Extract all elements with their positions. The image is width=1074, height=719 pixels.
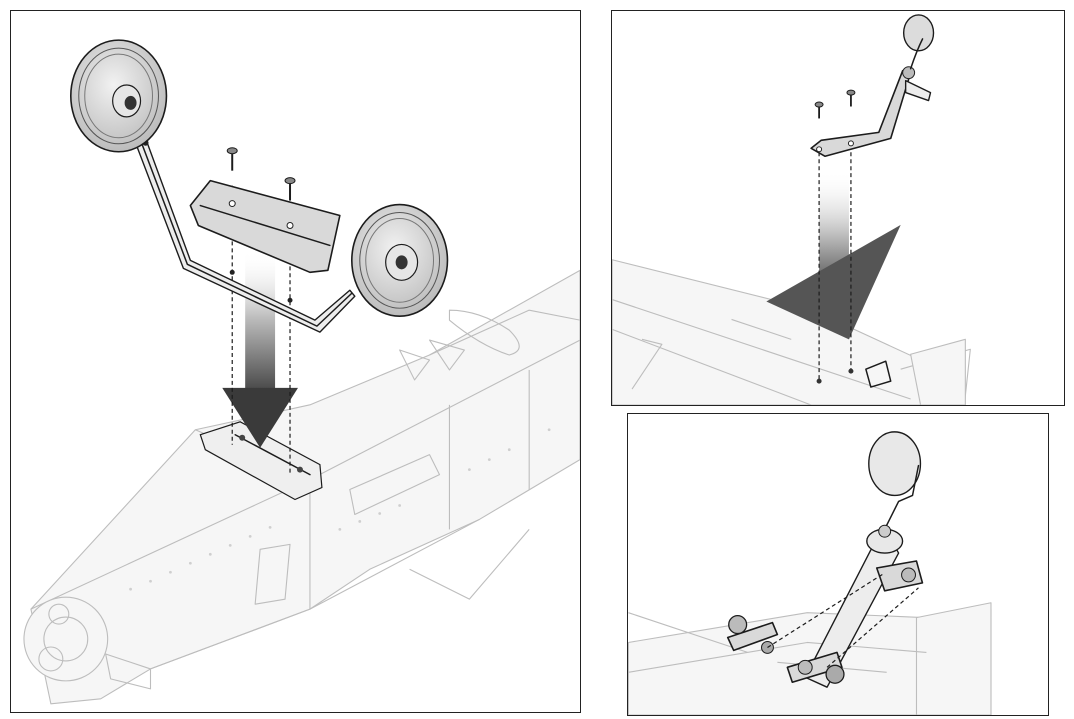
fuselage-rivets: [129, 428, 551, 591]
screw-icon: [814, 101, 824, 119]
tail-gear-detail-illustration: [628, 431, 992, 715]
tail-wheel-bracket: [804, 524, 904, 688]
left-wheel-icon: [69, 39, 168, 153]
mount-clamp-right: [786, 651, 845, 684]
tail-wheel-icon: [868, 431, 922, 527]
main-gear-panel: [10, 10, 581, 713]
screw-icon: [846, 89, 856, 107]
tail-mount-points: [816, 360, 892, 388]
install-arrow-icon: [222, 250, 298, 448]
main-gear-strut: [121, 102, 356, 333]
screw-icon: [284, 177, 296, 201]
alignment-lines: [818, 152, 852, 380]
tail-wheel-bracket: [810, 66, 932, 158]
screw-icon: [226, 147, 238, 171]
mount-clamp-left: [726, 615, 779, 654]
tail-gear-panel: [611, 10, 1065, 406]
main-gear-illustration: [23, 39, 580, 705]
tail-wheel-icon: [902, 14, 935, 70]
tail-gear-illustration: [612, 14, 971, 405]
gear-mount-slot: [199, 421, 323, 501]
right-wheel-icon: [351, 203, 449, 317]
gear-strap-plate: [189, 179, 341, 274]
tail-structure-outline: [612, 259, 971, 405]
tail-gear-detail-panel: [627, 413, 1049, 716]
install-arrow-icon: [766, 170, 901, 340]
alignment-lines: [767, 572, 919, 668]
mount-clamp-top: [875, 560, 924, 592]
tail-structure-outline: [628, 602, 992, 715]
